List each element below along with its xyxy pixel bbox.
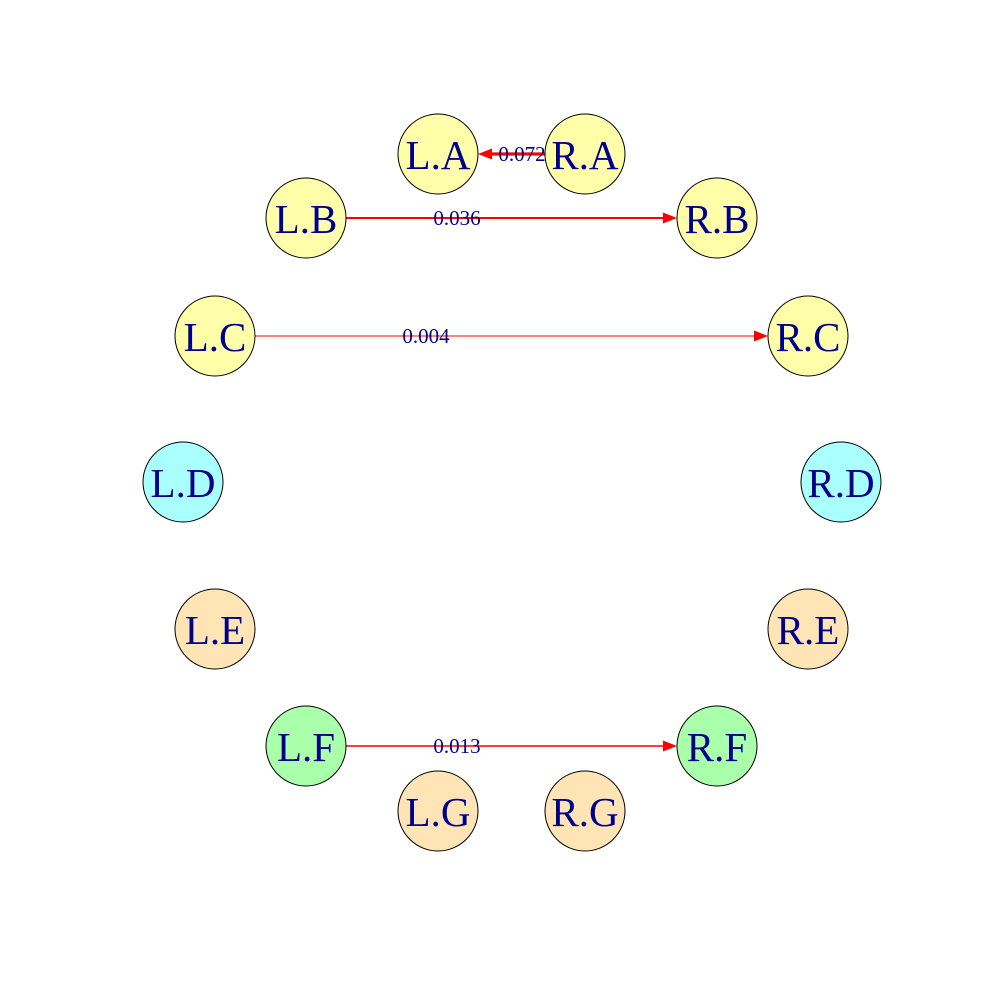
edge-labels-layer: 0.072 0.036 0.004 0.013 — [402, 142, 545, 758]
node-LB: L.B — [265, 177, 347, 259]
arrowhead — [754, 330, 768, 342]
node-label: R.G — [551, 789, 618, 835]
node-circle — [676, 705, 758, 787]
node-RA: R.A — [544, 113, 626, 195]
node-label: L.B — [275, 196, 338, 242]
node-label: L.A — [406, 132, 471, 178]
node-label: R.C — [776, 314, 841, 360]
node-circle — [767, 588, 849, 670]
node-circle — [544, 113, 626, 195]
node-circle — [800, 441, 882, 523]
node-RB: R.B — [676, 177, 758, 259]
node-LD: L.D — [142, 441, 224, 523]
edge-weight-label: 0.013 — [433, 734, 480, 758]
node-label: L.C — [184, 314, 247, 360]
node-circle — [265, 177, 347, 259]
node-label: L.G — [406, 789, 471, 835]
edge-LC-RC — [255, 330, 768, 342]
edges-layer — [255, 148, 768, 752]
node-LE: L.E — [174, 588, 256, 670]
node-label: R.F — [687, 724, 747, 770]
node-label: R.E — [777, 607, 840, 653]
nodes-layer: L.A R.A L.B R.B L.C R.C L.D R.D L.E R.E L.F R.F L.G R… — [142, 113, 882, 852]
node-LG: L.G — [397, 770, 479, 852]
node-RE: R.E — [767, 588, 849, 670]
node-circle — [767, 295, 849, 377]
node-label: L.D — [151, 460, 216, 506]
node-RC: R.C — [767, 295, 849, 377]
edge-weight-label: 0.036 — [433, 206, 480, 230]
node-circle — [397, 770, 479, 852]
node-circle — [544, 770, 626, 852]
node-label: R.A — [551, 132, 619, 178]
edge-weight-label: 0.004 — [402, 324, 450, 348]
node-circle — [676, 177, 758, 259]
node-label: L.E — [185, 607, 245, 653]
node-circle — [174, 588, 256, 670]
arrowhead — [663, 212, 677, 224]
node-LF: L.F — [265, 705, 347, 787]
node-circle — [265, 705, 347, 787]
node-RG: R.G — [544, 770, 626, 852]
node-LC: L.C — [174, 295, 256, 377]
node-RF: R.F — [676, 705, 758, 787]
edge-LB-RB — [346, 212, 677, 224]
node-circle — [142, 441, 224, 523]
node-RD: R.D — [800, 441, 882, 523]
edge-RA-LA — [478, 148, 545, 160]
arrowhead — [478, 148, 492, 160]
node-label: L.F — [277, 724, 335, 770]
edge-weight-label: 0.072 — [498, 142, 545, 166]
node-label: R.B — [685, 196, 750, 242]
node-LA: L.A — [397, 113, 479, 195]
edge-LF-RF — [346, 740, 677, 752]
node-circle — [397, 113, 479, 195]
arrowhead — [663, 740, 677, 752]
node-circle — [174, 295, 256, 377]
node-label: R.D — [807, 460, 874, 506]
